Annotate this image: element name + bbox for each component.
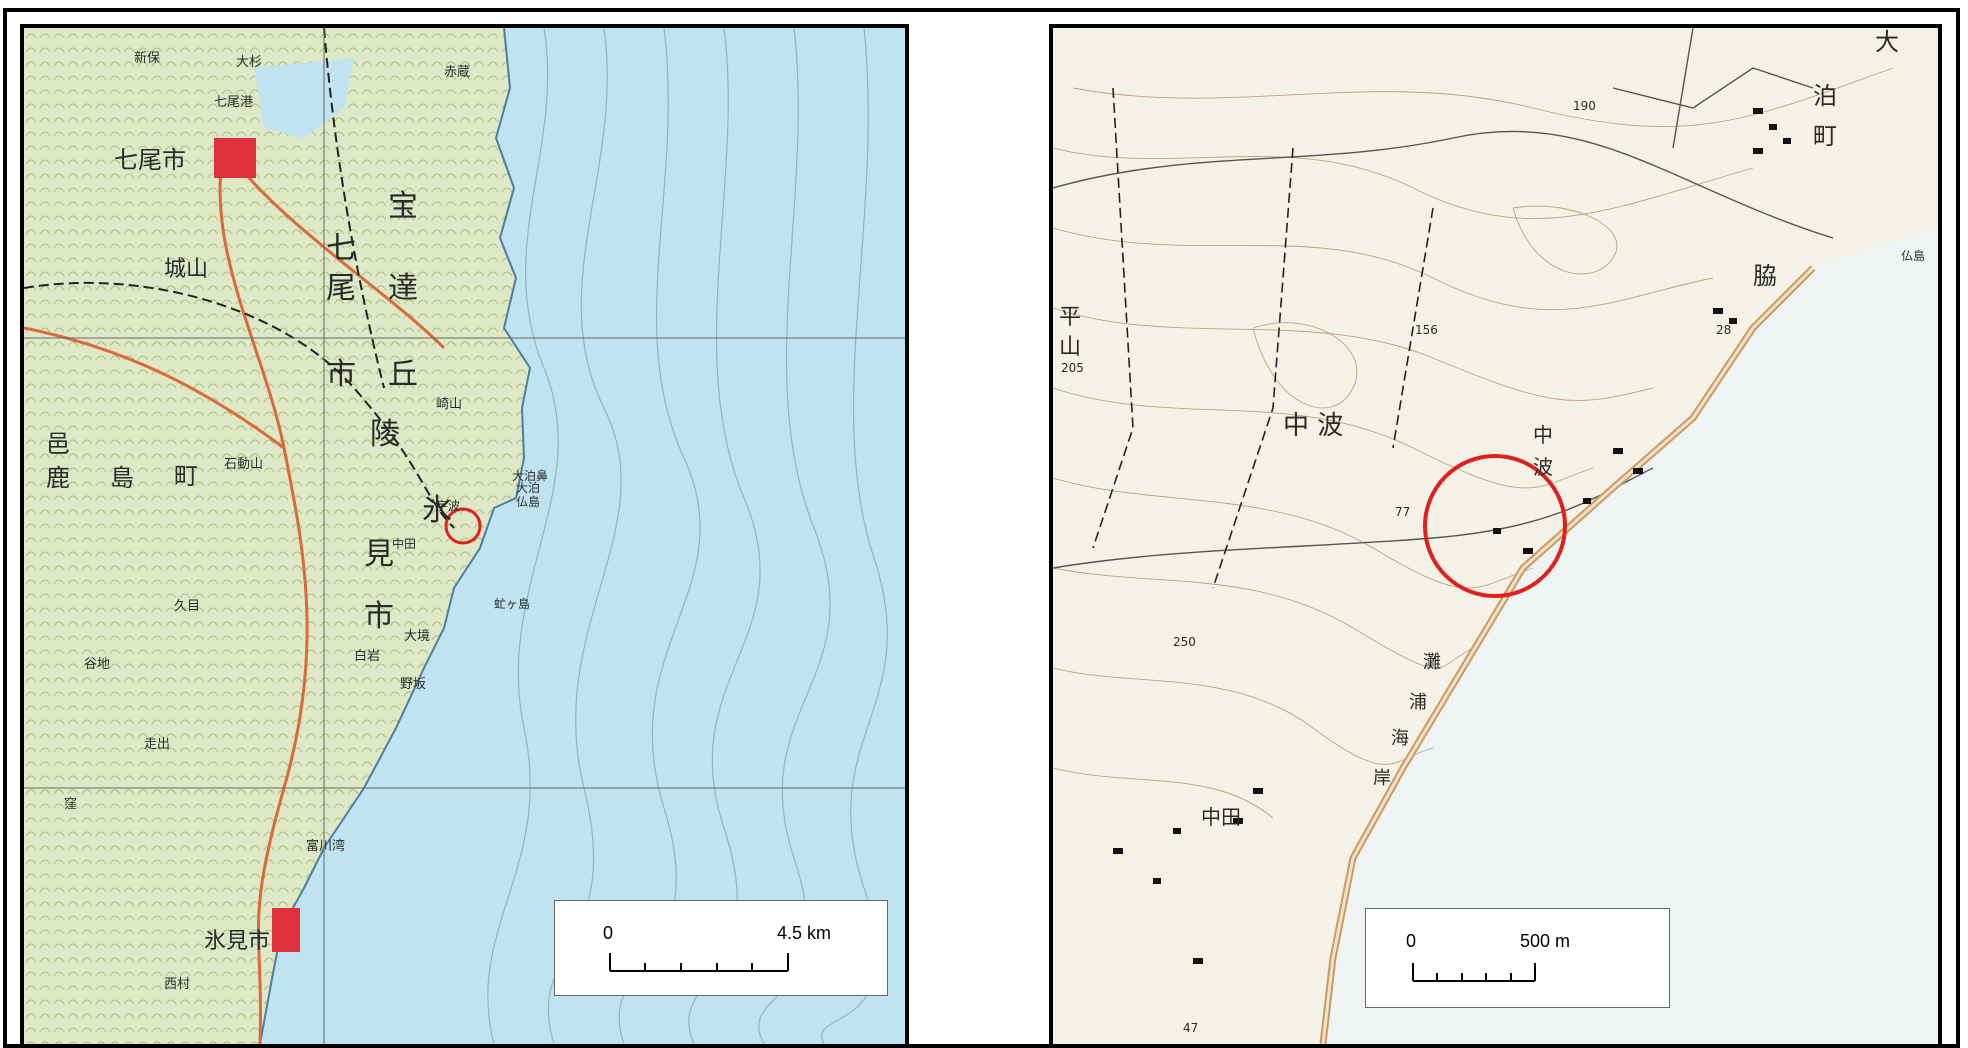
label-kuze: 久目	[174, 599, 200, 614]
label-kashima-2: 鹿	[46, 464, 70, 492]
spot-height-77: 77	[1395, 505, 1410, 519]
label-kashima-1: 邑	[46, 430, 70, 458]
label-nakanami: 中 波	[1283, 411, 1343, 441]
label-shiura-4: 岸	[1373, 768, 1391, 789]
label-hodatsu-5: 丘	[388, 357, 418, 392]
label-taira-2: 山	[1059, 335, 1081, 360]
label-himi-3: 市	[364, 599, 394, 634]
scale-max-label: 4.5 km	[777, 923, 832, 943]
label-ohtomari: 大泊	[516, 481, 540, 495]
label-nakanami-v1: 中	[1533, 423, 1553, 447]
label-nakada: 中田	[392, 536, 416, 551]
coastline	[259, 28, 532, 1044]
admin-boundaries	[1092, 87, 1434, 589]
regional-map: 七尾港 七尾市 城山 宝 七 達 尾 丘 市 陵 氷 見 市 大泊鼻 大泊 仏島…	[24, 28, 905, 1044]
scale-bar-box-left: 0 4.5 km	[554, 900, 888, 996]
settlements	[1113, 108, 1791, 964]
label-hodatsu-6: 陵	[370, 417, 400, 452]
land-area	[24, 28, 530, 1044]
spot-height-250: 250	[1173, 635, 1196, 649]
study-site-circle	[444, 507, 482, 545]
label-kubobuta: 窪	[64, 796, 77, 812]
contour-lines	[1053, 67, 1894, 819]
label-ohtomari-3: 町	[1813, 122, 1837, 150]
label-yachi: 谷地	[84, 657, 110, 672]
label-shinpo: 新保	[134, 50, 160, 66]
urban-areas	[214, 138, 300, 952]
label-ojima: 大泊鼻	[512, 468, 548, 483]
label-toraga-shima: 虻ヶ島	[494, 596, 530, 611]
detail-map: 大 泊 町 脇 平 山 中 波 中 波 中田 灘 浦 海 岸 仏島 190 15…	[1053, 28, 1938, 1044]
label-akagura: 赤蔵	[444, 65, 470, 80]
study-site-circle-detail	[1423, 454, 1567, 598]
scale-max-label-right: 500 m	[1520, 931, 1571, 951]
label-hodatsu-3: 達	[388, 271, 418, 306]
label-waki: 脇	[1753, 262, 1777, 290]
roads	[24, 147, 446, 1044]
label-ohtomari-2: 泊	[1813, 82, 1837, 110]
label-sakigahara: 崎山	[436, 397, 462, 412]
label-taira-1: 平	[1059, 305, 1081, 330]
label-sekido: 白岩	[354, 648, 380, 664]
label-himi-1: 氷	[422, 493, 452, 528]
spot-height-28: 28	[1716, 323, 1731, 337]
scale-bar-left	[609, 953, 789, 972]
spot-height-190: 190	[1573, 99, 1596, 113]
label-johzan: 城山	[164, 257, 208, 282]
scale-bar-box-right: 0 500 m	[1365, 908, 1670, 1008]
boundaries	[24, 28, 455, 529]
label-shiura-1: 灘	[1423, 652, 1441, 673]
sea-area-detail	[1323, 228, 1938, 1044]
label-ohtomari-1: 大	[1875, 28, 1899, 56]
label-oiwa: 大境	[404, 629, 430, 644]
label-shiura-3: 海	[1391, 728, 1409, 749]
label-hodatsu-0: 七	[326, 231, 356, 266]
label-nanao-port: 七尾港	[214, 95, 253, 110]
label-nanao-city: 七尾市	[114, 146, 186, 174]
label-himi-2: 見	[364, 537, 394, 572]
label-nakanami-v2: 波	[1533, 455, 1553, 479]
label-usumi: 宇波	[436, 499, 460, 513]
label-hashiri: 走出	[144, 737, 170, 752]
spot-height-156: 156	[1415, 323, 1438, 337]
scale-bar-right	[1412, 963, 1536, 982]
label-butsu: 仏島	[1901, 248, 1925, 263]
label-osugi: 大杉	[236, 55, 262, 70]
label-tomioka: 富川湾	[306, 838, 345, 854]
label-kashima-3: 島	[110, 464, 134, 492]
label-kashima-4: 町	[174, 462, 198, 490]
scale-zero-label-right: 0	[1406, 931, 1417, 951]
label-hodatsu-4: 市	[326, 357, 356, 392]
label-nosaka: 野坂	[400, 677, 426, 692]
regional-map-panel: 七尾港 七尾市 城山 宝 七 達 尾 丘 市 陵 氷 見 市 大泊鼻 大泊 仏島…	[20, 24, 909, 1048]
label-ishidoyama: 石動山	[224, 457, 263, 472]
scale-zero-label: 0	[603, 923, 614, 943]
label-nakada-detail: 中田	[1201, 805, 1241, 829]
nanao-urban	[214, 138, 256, 178]
map-grid	[24, 28, 905, 1044]
label-shiura-2: 浦	[1409, 692, 1427, 713]
paths	[1053, 28, 1834, 569]
spot-height-205: 205	[1061, 361, 1084, 375]
label-hodatsu-1: 宝	[388, 189, 418, 224]
himi-urban	[272, 908, 300, 952]
spot-height-47: 47	[1183, 1021, 1198, 1035]
detail-map-panel: 大 泊 町 脇 平 山 中 波 中 波 中田 灘 浦 海 岸 仏島 190 15…	[1049, 24, 1942, 1048]
label-butsu-shima: 仏島	[516, 494, 540, 509]
label-himi-city: 氷見市	[204, 929, 270, 954]
label-nishimura: 西村	[164, 977, 190, 992]
label-hodatsu-2: 尾	[326, 271, 356, 306]
